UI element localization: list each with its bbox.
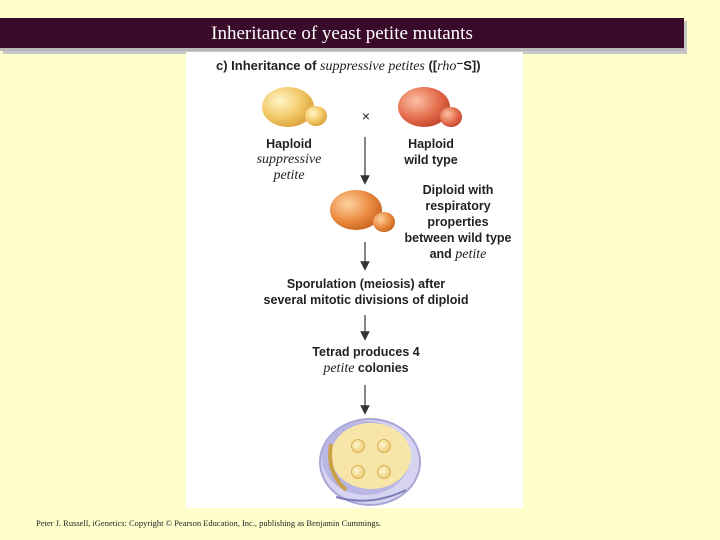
haploid-wildtype-cell (398, 87, 462, 127)
label-haploid-wildtype: Haploid wild type (404, 137, 458, 167)
panel-title: c) Inheritance of suppressive petites ([… (216, 58, 481, 74)
colony-1 (351, 439, 365, 453)
label-diploid: Diploid with respiratory properties betw… (404, 183, 512, 262)
title-bar (0, 18, 684, 51)
petri-dish (319, 418, 421, 506)
label-sporulation: Sporulation (meiosis) after several mito… (263, 277, 469, 307)
colony-3 (351, 465, 365, 479)
label-tetrad: Tetrad produces 4 petite colonies (312, 345, 420, 376)
slide-title: Inheritance of yeast petite mutants (211, 23, 473, 44)
haploid-petite-cell (262, 87, 327, 127)
figure-panel: c) Inheritance of suppressive petites ([… (186, 52, 523, 508)
diagram-graphics (262, 87, 462, 506)
colony-2 (377, 439, 391, 453)
colony-4 (377, 465, 391, 479)
label-haploid-petite: Haploid suppressive petite (256, 137, 322, 183)
cross-symbol: × (361, 108, 371, 124)
diploid-cell (330, 190, 395, 232)
copyright-footer: Peter J. Russell, iGenetics: Copyright ©… (36, 518, 382, 528)
tetrad-colonies (351, 439, 391, 479)
